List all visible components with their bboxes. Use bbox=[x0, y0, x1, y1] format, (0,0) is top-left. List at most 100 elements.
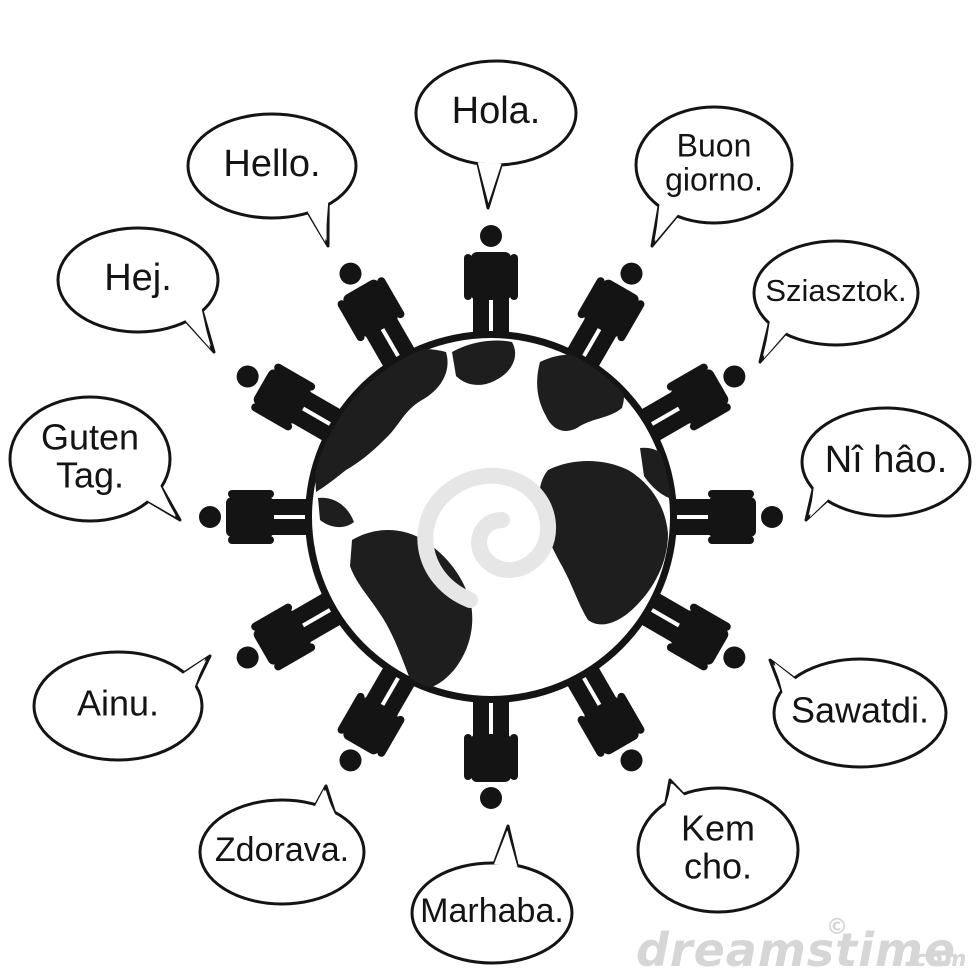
speech-bubble-seam bbox=[477, 113, 502, 163]
person-head bbox=[339, 262, 362, 285]
person-figure-kem-cho bbox=[561, 656, 645, 772]
person-torso bbox=[226, 497, 274, 537]
person-figure-hola bbox=[464, 225, 518, 347]
greeting-text-ainu: Ainu. bbox=[77, 683, 159, 724]
person-arm-left bbox=[666, 363, 708, 391]
person-torso bbox=[343, 279, 398, 337]
speech-bubble-sawatdi: Sawatdi. bbox=[768, 657, 948, 769]
person-arm-right bbox=[251, 603, 293, 631]
person-figure-ni-hao bbox=[661, 490, 783, 544]
speech-bubble-seam bbox=[138, 280, 202, 320]
person-arm-left bbox=[510, 734, 518, 780]
speech-bubble-tail-fill bbox=[763, 321, 787, 359]
greeting-text-buon-giorno-line-1: Buon bbox=[677, 128, 752, 164]
greenland-shape bbox=[452, 340, 516, 385]
speech-bubble-tail-fill bbox=[146, 484, 176, 517]
person-torso bbox=[343, 697, 398, 755]
person-arm-left bbox=[577, 277, 605, 319]
speech-bubble-tail-fill bbox=[307, 202, 329, 242]
person-arm-left bbox=[377, 715, 405, 757]
person-head bbox=[761, 506, 783, 528]
africa-shape bbox=[539, 461, 668, 625]
greeting-text-sawatdi: Sawatdi. bbox=[791, 690, 929, 731]
speech-bubble-tail-fill bbox=[182, 658, 206, 689]
speech-bubble-tail-fill bbox=[477, 162, 502, 204]
greeting-text-hello: Hello. bbox=[223, 143, 320, 185]
speech-bubble-seam bbox=[492, 865, 518, 913]
speech-bubble-zdorava: Zdorava. bbox=[198, 784, 366, 906]
person-arm-left bbox=[464, 254, 472, 300]
person-arm-left bbox=[617, 692, 645, 734]
speech-bubble-hej: Hej. bbox=[56, 226, 220, 354]
person-arm-left bbox=[251, 403, 293, 431]
speech-bubble-seam bbox=[783, 679, 860, 713]
person-head bbox=[339, 749, 362, 772]
greeting-text-sziasztok: Sziasztok. bbox=[765, 273, 906, 308]
globe bbox=[305, 331, 677, 703]
person-arm-right bbox=[689, 403, 731, 431]
speech-bubble-tail-fill bbox=[665, 783, 685, 807]
person-torso bbox=[471, 252, 511, 300]
person-arm-left bbox=[274, 643, 316, 671]
greeting-text-zdorava: Zdorava. bbox=[215, 831, 349, 869]
speech-bubble-hello: Hello. bbox=[186, 112, 358, 248]
person-arm-left bbox=[228, 536, 274, 544]
speech-bubble-ainu: Ainu. bbox=[32, 650, 212, 762]
person-arm-right bbox=[708, 536, 754, 544]
person-torso bbox=[671, 610, 729, 665]
person-torso bbox=[708, 497, 756, 537]
person-arm-right bbox=[337, 692, 365, 734]
speech-bubble-marhaba: Marhaba. bbox=[410, 824, 574, 965]
globe-continents bbox=[312, 340, 672, 689]
person-arm-right bbox=[510, 254, 518, 300]
speech-bubble-tail-fill bbox=[185, 308, 211, 349]
watermark-copyright: © bbox=[826, 915, 849, 940]
speech-bubble-seam bbox=[118, 674, 195, 706]
greeting-text-kem-cho-line-2: cho. bbox=[684, 845, 752, 886]
greeting-text-guten-tag-line-1: Guten bbox=[41, 417, 139, 458]
speech-bubble-ni-hao: Nî hâo. bbox=[800, 406, 972, 522]
person-arm-right bbox=[464, 734, 472, 780]
person-arm-right bbox=[274, 363, 316, 391]
speech-bubble-seam bbox=[282, 806, 336, 852]
person-head bbox=[723, 365, 746, 388]
greeting-text-ni-hao: Nî hâo. bbox=[825, 439, 948, 481]
person-arm-left bbox=[689, 603, 731, 631]
speech-bubble-tail-fill bbox=[314, 789, 336, 815]
person-head bbox=[480, 787, 502, 809]
person-torso bbox=[584, 279, 639, 337]
speech-bubble-sziasztok: Sziasztok. bbox=[752, 239, 920, 364]
greeting-text-guten-tag-line-2: Tag. bbox=[56, 454, 124, 495]
greeting-text-hej: Hej. bbox=[104, 257, 172, 299]
person-head bbox=[480, 225, 502, 247]
watermark-brand: dreamstime bbox=[636, 923, 956, 977]
person-figure-sawatdi bbox=[630, 587, 746, 671]
person-head bbox=[620, 262, 643, 285]
person-torso bbox=[584, 697, 639, 755]
speech-bubble-seam bbox=[272, 166, 329, 211]
person-arm-right bbox=[377, 277, 405, 319]
watermark: © dreamstime .com bbox=[636, 915, 966, 977]
speech-bubble-seam bbox=[90, 459, 160, 500]
people-ring bbox=[199, 225, 783, 809]
person-head bbox=[723, 646, 746, 669]
greeting-text-hola: Hola. bbox=[452, 90, 541, 132]
globe-swirl bbox=[417, 467, 557, 608]
person-torso bbox=[671, 369, 729, 424]
speech-bubble-seam bbox=[770, 293, 836, 333]
greeting-text-buon-giorno-line-2: giorno. bbox=[665, 161, 763, 197]
person-figure-buon-giorno bbox=[561, 262, 645, 378]
speech-bubble-seam bbox=[665, 796, 718, 850]
person-arm-right bbox=[666, 643, 708, 671]
greeting-text-marhaba: Marhaba. bbox=[420, 892, 564, 930]
speech-bubble-tail-fill bbox=[810, 486, 829, 518]
speech-bubble-tail-fill bbox=[655, 204, 679, 242]
central-america-shape bbox=[318, 497, 354, 528]
person-torso bbox=[471, 734, 511, 782]
